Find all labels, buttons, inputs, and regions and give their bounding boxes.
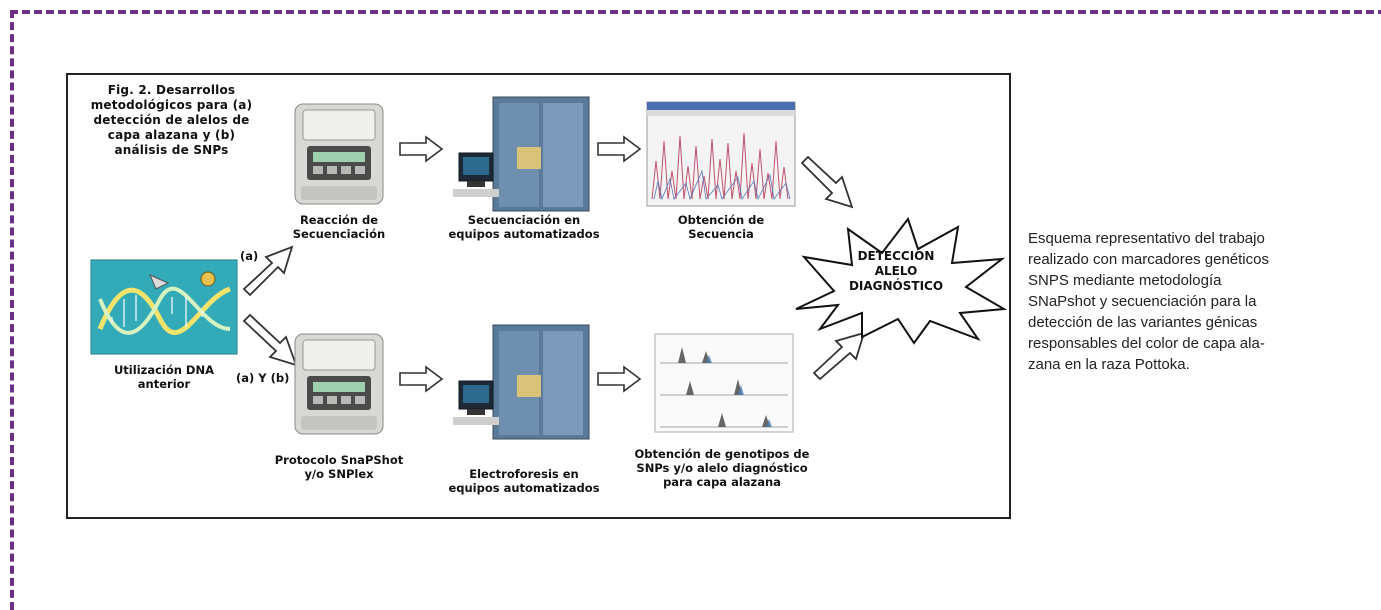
- source-label: Utilización DNA anterior: [86, 363, 242, 391]
- label-line: anterior: [137, 377, 191, 391]
- arrow-up-right-icon: [242, 245, 294, 297]
- dna-image: [90, 259, 238, 355]
- label-line: para capa alazana: [663, 475, 781, 489]
- bottom-step1-label: Protocolo SnaPShot y/o SNPlex: [264, 453, 414, 481]
- result-label: DETECCIÓN ALELO DIAGNÓSTICO: [826, 249, 966, 294]
- label-line: Obtención de genotipos de: [634, 447, 810, 461]
- label-line: DETECCIÓN: [857, 249, 935, 263]
- label-line: Electroforesis en: [469, 467, 579, 481]
- caption-line: zana en la raza Pottoka.: [1028, 356, 1190, 373]
- label-line: Utilización DNA: [113, 363, 215, 377]
- snapshot-electropherogram-image: [654, 333, 794, 433]
- figure-title-line: Fig. 2. Desarrollos: [107, 83, 236, 97]
- arrow-right-icon: [597, 365, 642, 393]
- top-step1-label: Reacción de Secuenciación: [264, 213, 414, 241]
- figure-title-line: capa alazana y (b): [107, 128, 236, 142]
- label-line: Secuenciación en: [467, 213, 581, 227]
- bottom-step2-label: Electroforesis en equipos automatizados: [434, 467, 614, 495]
- label-line: ALELO: [874, 264, 918, 278]
- thermocycler-image: [294, 103, 384, 205]
- branch-ab-label: (a) Y (b): [236, 371, 290, 385]
- bottom-step3-label: Obtención de genotipos de SNPs y/o alelo…: [622, 447, 822, 489]
- arrow-down-right-icon: [242, 313, 298, 367]
- thermocycler-image: [294, 333, 384, 435]
- caption-line: SNaPshot y secuenciación para la: [1028, 293, 1257, 310]
- label-line: Protocolo SnaPShot: [274, 453, 404, 467]
- sequencer-image: [453, 96, 590, 212]
- figure-panel: Fig. 2. Desarrollos metodológicos para (…: [66, 73, 1011, 519]
- label-line: y/o SNPlex: [304, 467, 374, 481]
- label-line: DIAGNÓSTICO: [848, 279, 944, 293]
- label-line: Obtención de: [677, 213, 765, 227]
- arrow-down-right-icon: [800, 155, 854, 209]
- arrow-up-right-icon: [812, 331, 866, 381]
- caption-line: SNPS mediante metodología: [1028, 272, 1222, 289]
- label-line: Secuencia: [688, 227, 754, 241]
- arrow-right-icon: [597, 135, 642, 163]
- label-line: equipos automatizados: [448, 227, 600, 241]
- figure-title-line: análisis de SNPs: [114, 143, 229, 157]
- figure-title-line: detección de alelos de: [93, 113, 250, 127]
- figure-caption: Esquema representativo del trabajo reali…: [1028, 228, 1358, 375]
- figure-title-line: metodológicos para (a): [90, 98, 253, 112]
- branch-a-label: (a): [240, 249, 259, 263]
- dashed-border-frame: [10, 10, 1381, 610]
- label-line: Secuenciación: [292, 227, 386, 241]
- top-step3-label: Obtención de Secuencia: [641, 213, 801, 241]
- starburst-result-shape: [795, 216, 1008, 345]
- label-line: Reacción de: [299, 213, 379, 227]
- arrow-right-icon: [399, 135, 444, 163]
- label-line: SNPs y/o alelo diagnóstico: [636, 461, 808, 475]
- caption-line: realizado con marcadores genéticos: [1028, 251, 1269, 268]
- caption-line: responsables del color de capa ala-: [1028, 335, 1265, 352]
- label-line: equipos automatizados: [448, 481, 600, 495]
- figure-title: Fig. 2. Desarrollos metodológicos para (…: [74, 83, 269, 158]
- arrow-right-icon: [399, 365, 444, 393]
- top-step2-label: Secuenciación en equipos automatizados: [434, 213, 614, 241]
- sequence-chromatogram-image: [646, 101, 796, 207]
- sequencer-image: [453, 324, 590, 440]
- caption-line: Esquema representativo del trabajo: [1028, 230, 1265, 247]
- caption-line: detección de las variantes génicas: [1028, 314, 1258, 331]
